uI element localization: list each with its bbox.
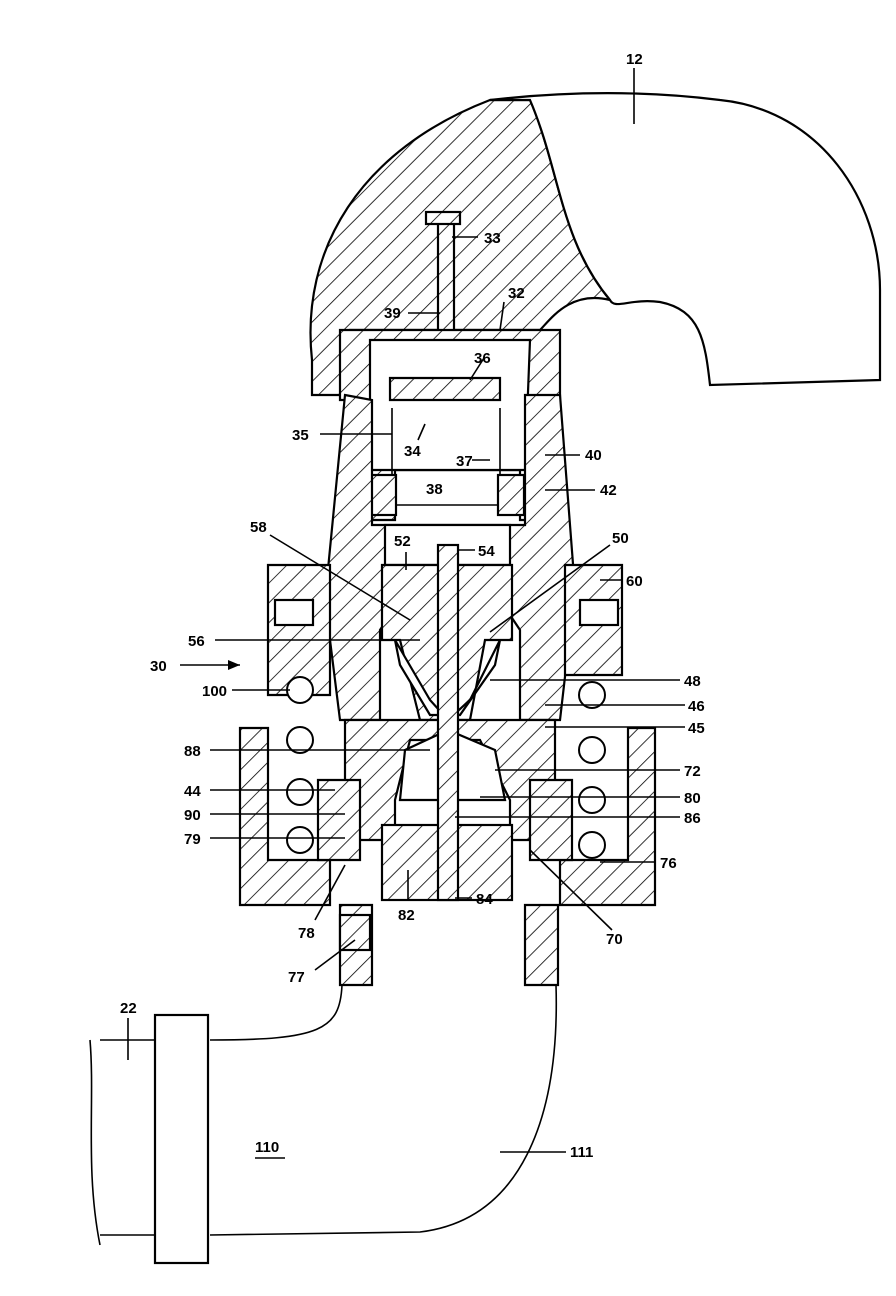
label-39: 39 (384, 305, 401, 322)
label-88: 88 (184, 743, 201, 760)
label-56: 56 (188, 633, 205, 650)
label-36: 36 (474, 350, 491, 367)
arrow-30 (228, 660, 240, 670)
label-37: 37 (456, 453, 473, 470)
label-42: 42 (600, 482, 617, 499)
label-60: 60 (626, 573, 643, 590)
label-48: 48 (684, 673, 701, 690)
label-79: 79 (184, 831, 201, 848)
label-82: 82 (398, 907, 415, 924)
label-34: 34 (404, 443, 421, 460)
label-22: 22 (120, 1000, 137, 1017)
label-32: 32 (508, 285, 525, 302)
label-84: 84 (476, 891, 493, 908)
label-33: 33 (484, 230, 501, 247)
label-52: 52 (394, 533, 411, 550)
label-70: 70 (606, 931, 623, 948)
label-77: 77 (288, 969, 305, 986)
label-50: 50 (612, 530, 629, 547)
label-86: 86 (684, 810, 701, 827)
label-58: 58 (250, 519, 267, 536)
label-80: 80 (684, 790, 701, 807)
label-110: 110 (255, 1139, 279, 1156)
label-76: 76 (660, 855, 677, 872)
label-54: 54 (478, 543, 495, 560)
label-40: 40 (585, 447, 602, 464)
label-46: 46 (688, 698, 705, 715)
label-111: 111 (570, 1144, 593, 1161)
label-72: 72 (684, 763, 701, 780)
label-38: 38 (426, 481, 443, 498)
lower-elbow-110 (90, 985, 556, 1263)
label-44: 44 (184, 783, 201, 800)
label-90: 90 (184, 807, 201, 824)
label-35: 35 (292, 427, 309, 444)
label-45: 45 (688, 720, 705, 737)
label-12: 12 (626, 51, 643, 68)
label-30: 30 (150, 658, 167, 675)
outlet-nipple (340, 905, 558, 985)
label-78: 78 (298, 925, 315, 942)
label-100: 100 (202, 683, 227, 700)
